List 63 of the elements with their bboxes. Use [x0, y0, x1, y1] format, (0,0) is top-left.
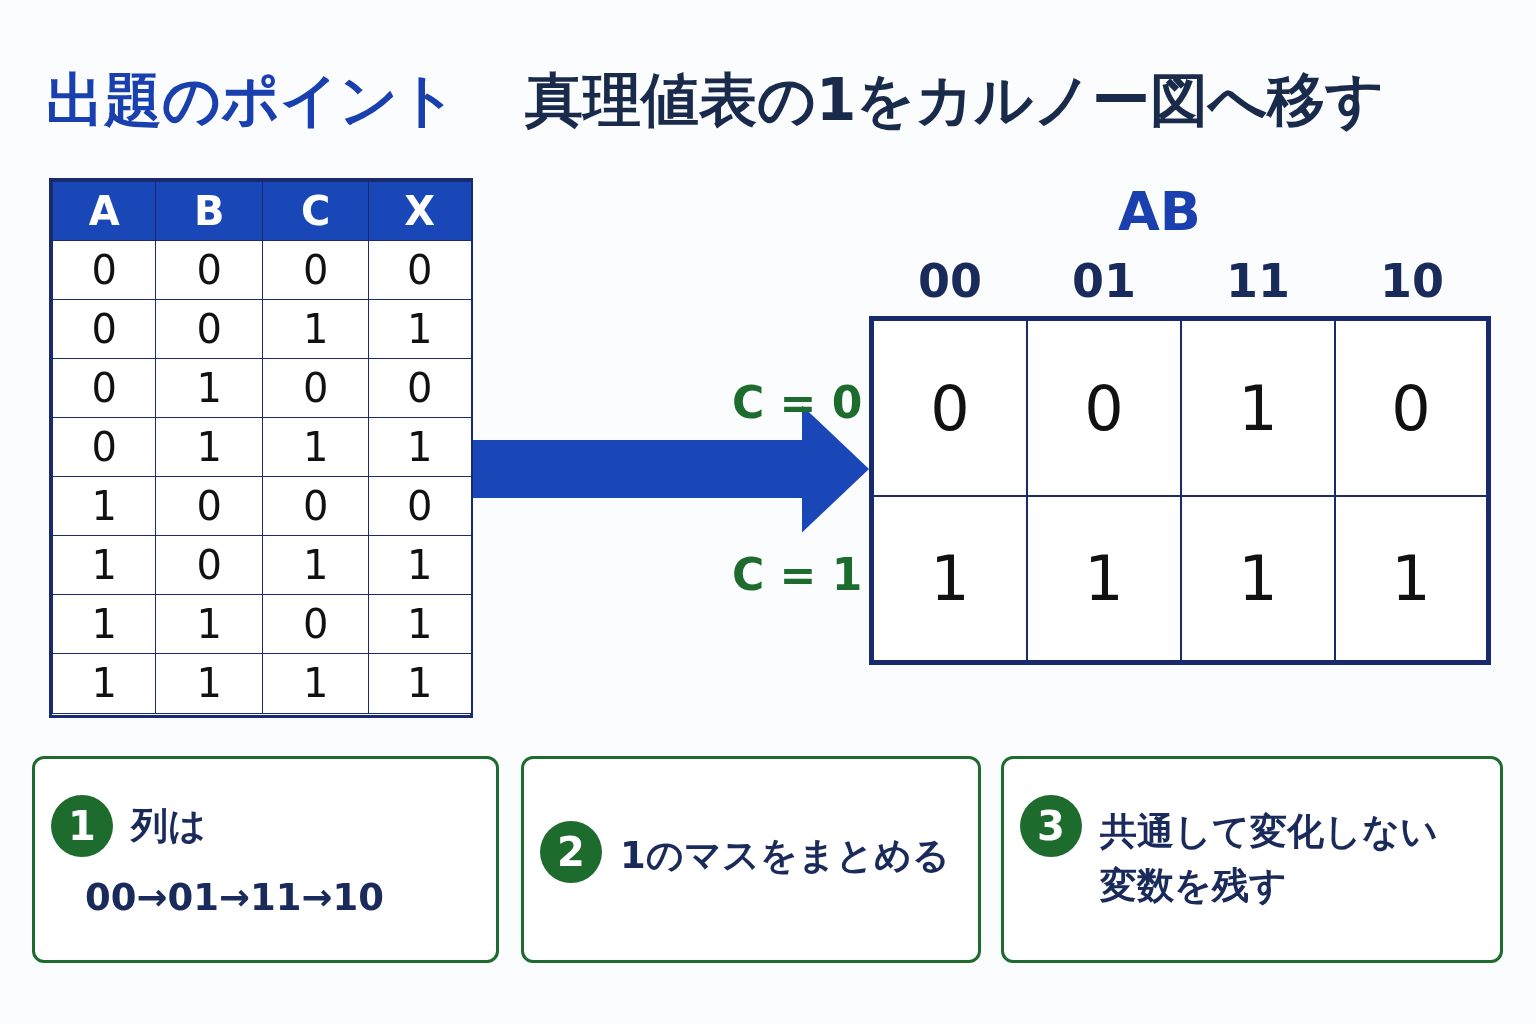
table-header-cell: A — [52, 181, 157, 242]
subtitle: 真理値表の1をカルノー図へ移す — [525, 65, 1385, 136]
table-cell: 1 — [155, 358, 264, 419]
table-cell: 0 — [262, 240, 370, 301]
row-label: C = 0 — [732, 377, 863, 428]
table-cell: 1 — [155, 594, 264, 655]
point-text: 列は — [131, 803, 206, 849]
kmap-cell: 1 — [872, 495, 1028, 662]
kmap-cell: 1 — [1180, 495, 1336, 662]
table-cell: 1 — [368, 594, 472, 655]
table-cell: 1 — [52, 594, 157, 655]
number-badge: 3 — [1020, 795, 1082, 857]
column-label: 00 — [917, 254, 983, 308]
table-cell: 0 — [155, 299, 264, 360]
table-cell: 1 — [262, 653, 370, 714]
number-badge: 1 — [51, 795, 113, 857]
kmap-cell: 0 — [872, 319, 1028, 497]
table-cell: 0 — [52, 299, 157, 360]
table-cell: 1 — [262, 299, 370, 360]
table-cell: 1 — [52, 535, 157, 596]
kmap-cell: 1 — [1180, 319, 1336, 497]
table-header-cell: C — [262, 181, 370, 242]
table-cell: 1 — [155, 653, 264, 714]
kmap-cell: 1 — [1026, 495, 1182, 662]
point-text: 1のマスをまとめる — [620, 833, 950, 879]
table-cell: 1 — [368, 535, 472, 596]
table-cell: 0 — [52, 358, 157, 419]
table-cell: 0 — [262, 358, 370, 419]
kmap-cell: 0 — [1026, 319, 1182, 497]
title: 出題のポイント — [46, 65, 457, 136]
point-card — [32, 756, 499, 963]
table-cell: 1 — [52, 653, 157, 714]
row-label: C = 1 — [732, 548, 863, 600]
table-cell: 0 — [368, 358, 472, 419]
table-cell: 1 — [368, 417, 472, 478]
table-cell: 1 — [262, 535, 370, 596]
table-cell: 1 — [368, 653, 472, 714]
number-badge: 2 — [540, 821, 602, 883]
table-cell: 0 — [52, 240, 157, 301]
kmap-cell: 1 — [1334, 495, 1488, 662]
column-label: 10 — [1379, 254, 1445, 308]
point-card — [521, 756, 981, 963]
table-header-cell: B — [155, 181, 264, 242]
table-cell: 0 — [155, 476, 264, 537]
table-cell: 1 — [155, 417, 264, 478]
table-cell: 0 — [155, 240, 264, 301]
table-cell: 0 — [52, 417, 157, 478]
table-cell: 0 — [262, 594, 370, 655]
column-label: 11 — [1225, 254, 1291, 308]
kmap-cell: 0 — [1334, 319, 1488, 497]
table-cell: 1 — [262, 417, 370, 478]
table-cell: 0 — [368, 240, 472, 301]
axis-label: AB — [1118, 180, 1201, 243]
table-cell: 0 — [155, 535, 264, 596]
table-cell: 1 — [52, 476, 157, 537]
column-label: 01 — [1071, 254, 1137, 308]
point-text: 共通して変化しない変数を残す — [1100, 809, 1439, 909]
table-cell: 1 — [368, 299, 472, 360]
point-text: 00→01→11→10 — [85, 875, 384, 921]
table-cell: 0 — [368, 476, 472, 537]
table-header-cell: X — [368, 181, 472, 242]
point-card — [1001, 756, 1503, 963]
table-cell: 0 — [262, 476, 370, 537]
